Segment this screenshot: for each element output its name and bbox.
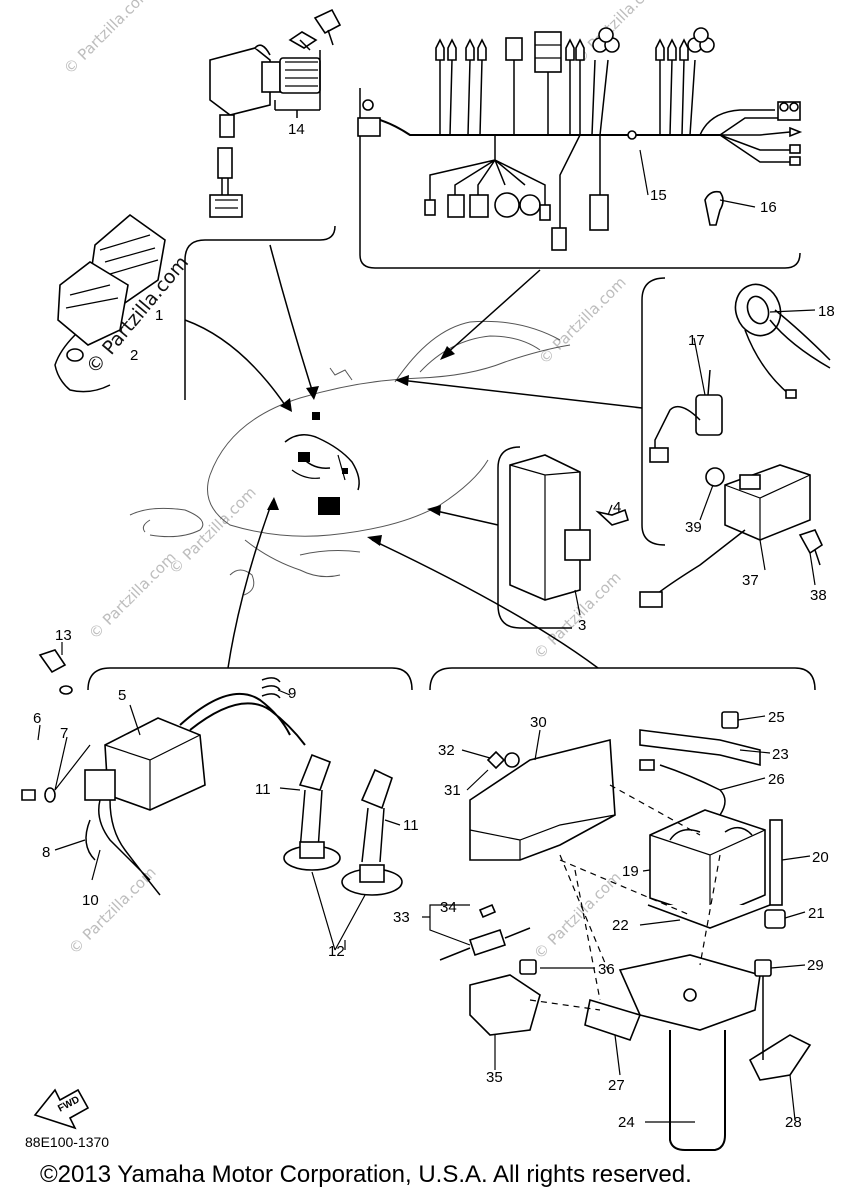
part-label-22: 22 — [612, 917, 629, 934]
part-switch-1-2 — [54, 213, 166, 393]
copyright-notice: ©2013 Yamaha Motor Corporation, U.S.A. A… — [40, 1161, 692, 1188]
part-label-31: 31 — [444, 782, 461, 799]
drawing-code: 88E100-1370 — [25, 1134, 109, 1150]
part-label-23: 23 — [772, 746, 789, 763]
part-label-8: 8 — [42, 844, 50, 861]
part-label-19: 19 — [622, 863, 639, 880]
part-label-32: 32 — [438, 742, 455, 759]
part-label-12: 12 — [328, 943, 345, 960]
part-label-39: 39 — [685, 519, 702, 536]
part-number-labels: 1 2 3 4 5 6 7 8 9 10 11 11 12 13 14 15 1… — [33, 121, 835, 1131]
part-label-36: 36 — [598, 961, 615, 978]
part-label-14: 14 — [288, 121, 305, 138]
part-cover-30 — [469, 738, 616, 861]
part-label-5: 5 — [118, 687, 126, 704]
part-toggle-17 — [649, 369, 723, 463]
part-label-35: 35 — [486, 1069, 503, 1086]
watermark-text: © Partzilla.com — [535, 273, 630, 368]
part-label-27: 27 — [608, 1077, 625, 1094]
part-label-2: 2 — [130, 347, 138, 364]
part-cdi-unit-3 — [509, 454, 629, 601]
forward-direction-arrow: FWD — [33, 1088, 90, 1130]
part-label-4: 4 — [613, 499, 621, 516]
part-label-20: 20 — [812, 849, 829, 866]
part-main-switch-14 — [209, 8, 342, 218]
part-wire-harness-15 — [357, 27, 803, 251]
part-battery-19 — [639, 711, 786, 929]
part-label-25: 25 — [768, 709, 785, 726]
part-label-38: 38 — [810, 587, 827, 604]
watermark-text: © Partzilla.com — [85, 548, 180, 643]
part-label-21: 21 — [808, 905, 825, 922]
part-clamp-16 — [704, 190, 724, 226]
part-label-15: 15 — [650, 187, 667, 204]
part-label-6: 6 — [33, 710, 41, 727]
part-label-24: 24 — [618, 1114, 635, 1131]
part-label-1: 1 — [155, 307, 163, 324]
part-label-16: 16 — [760, 199, 777, 216]
pointer-arrows — [184, 244, 643, 669]
part-label-37: 37 — [742, 572, 759, 589]
watermark-text: © Partzilla.com — [60, 0, 155, 78]
part-switch-18 — [734, 283, 831, 399]
part-label-34: 34 — [440, 899, 457, 916]
part-ignition-coil-5 — [21, 649, 403, 896]
part-label-11b: 11 — [403, 817, 419, 834]
part-label-29: 29 — [807, 957, 824, 974]
part-label-3: 3 — [578, 617, 586, 634]
part-label-10: 10 — [82, 892, 99, 909]
part-label-13: 13 — [55, 627, 72, 644]
part-label-28: 28 — [785, 1114, 802, 1131]
part-label-11a: 11 — [255, 781, 271, 798]
part-tray-24-27 — [439, 903, 812, 1151]
callout-frames — [87, 88, 816, 691]
alignment-lines — [529, 784, 721, 1011]
part-label-7: 7 — [60, 725, 68, 742]
part-label-9: 9 — [288, 685, 296, 702]
watermark-text: © Partzilla.com — [165, 483, 260, 578]
part-label-18: 18 — [818, 303, 835, 320]
part-label-33: 33 — [393, 909, 410, 926]
part-label-17: 17 — [688, 332, 705, 349]
part-label-26: 26 — [768, 771, 785, 788]
part-relay-37 — [639, 464, 824, 608]
leader-lines — [37, 149, 816, 1123]
part-label-30: 30 — [530, 714, 547, 731]
